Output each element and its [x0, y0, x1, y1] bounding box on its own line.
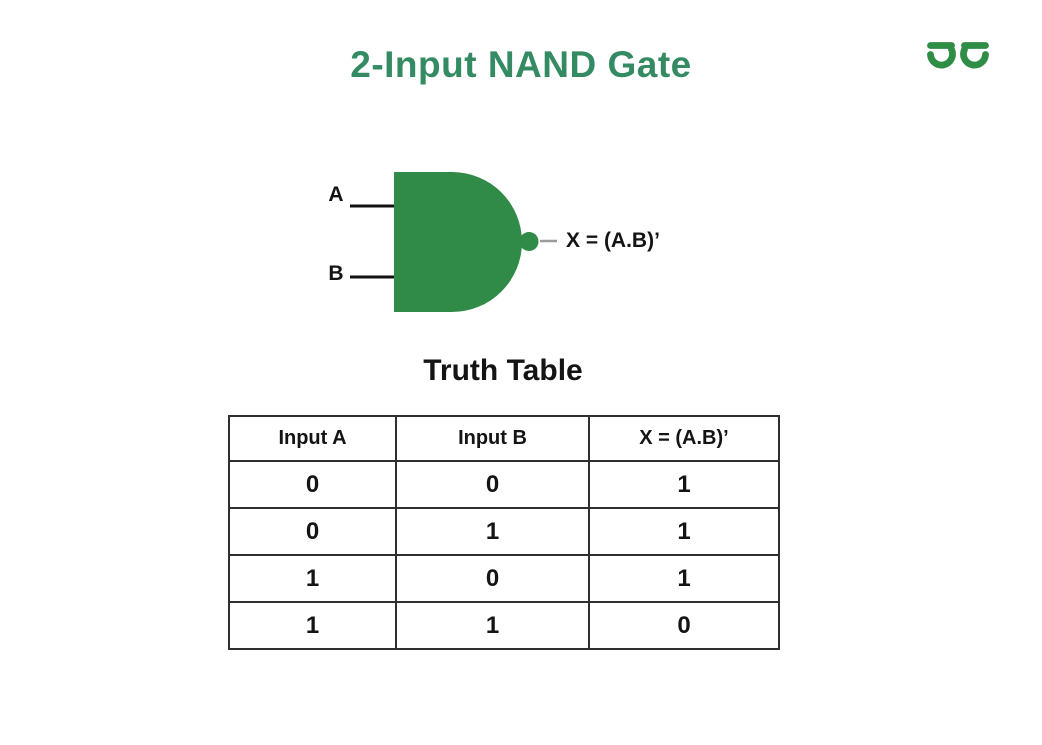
truth-table-cell: 1: [228, 554, 397, 603]
truth-table-cell: 1: [395, 507, 590, 556]
logo-right-arc: [960, 46, 989, 69]
truth-table-cell: 0: [395, 460, 590, 509]
truth-table-cell: 0: [395, 554, 590, 603]
input-a-label: A: [328, 183, 344, 206]
truth-table-cell: 1: [395, 601, 590, 650]
table-row: 1 0 1: [228, 554, 780, 603]
page-title: 2-Input NAND Gate: [350, 44, 692, 85]
logo-left-arc: [927, 46, 956, 69]
table-row: 0 0 1: [228, 460, 780, 509]
truth-table-cell: 1: [588, 554, 780, 603]
truth-table-cell: 0: [228, 507, 397, 556]
truth-table-header-row: Input A Input B X = (A.B)’: [228, 415, 780, 462]
truth-table-cell: 0: [588, 601, 780, 650]
output-label: X = (A.B)’: [566, 229, 660, 252]
inversion-bubble: [519, 232, 539, 251]
truth-table-heading: Truth Table: [423, 354, 583, 387]
nand-gate-body: [394, 172, 522, 312]
truth-table-cell: 1: [588, 460, 780, 509]
truth-table-header-output: X = (A.B)’: [588, 415, 780, 462]
input-b-label: B: [328, 262, 344, 285]
table-row: 1 1 0: [228, 601, 780, 650]
nand-gate-diagram: [350, 172, 557, 312]
truth-table-cell: 1: [588, 507, 780, 556]
truth-table-header-input-b: Input B: [395, 415, 590, 462]
truth-table-header-input-a: Input A: [228, 415, 397, 462]
truth-table: Input A Input B X = (A.B)’ 0 0 1 0 1 1 1…: [228, 415, 780, 650]
truth-table-cell: 0: [228, 460, 397, 509]
geeksforgeeks-logo-icon: [927, 42, 989, 69]
table-row: 0 1 1: [228, 507, 780, 556]
truth-table-cell: 1: [228, 601, 397, 650]
